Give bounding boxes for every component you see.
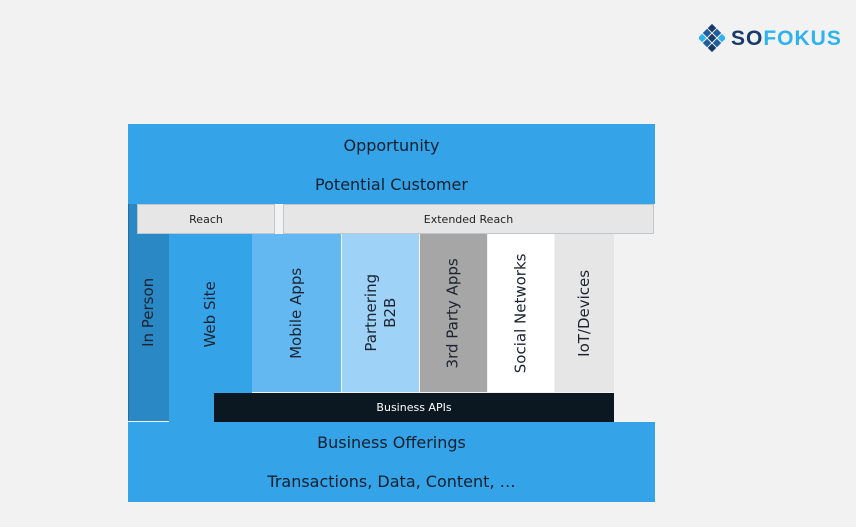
- channel-label: Social Networks: [511, 253, 530, 373]
- channel-label: IoT/Devices: [575, 269, 594, 357]
- opportunity-title: Opportunity: [343, 136, 440, 155]
- sofokus-logo: SOFOKUS: [699, 22, 842, 54]
- business-offerings-band: Business Offerings Transactions, Data, C…: [128, 422, 655, 502]
- channel-3rd-party-apps: 3rd Party Apps: [420, 234, 487, 392]
- channel-label: In Person: [139, 277, 158, 348]
- reach-bar: Reach: [137, 204, 275, 234]
- extended-reach-bar: Extended Reach: [283, 204, 654, 234]
- channel-iot-devices: IoT/Devices: [555, 234, 614, 392]
- channel-label: Mobile Apps: [287, 267, 306, 359]
- channel-mobile-apps: Mobile Apps: [252, 234, 341, 392]
- diamond-grid-icon: [699, 23, 725, 53]
- logo-wordmark: SOFOKUS: [731, 26, 842, 50]
- channel-label: 3rd Party Apps: [444, 257, 463, 369]
- business-offerings-title: Business Offerings: [317, 433, 466, 452]
- opportunity-band: Opportunity Potential Customer: [128, 124, 655, 204]
- channel-in-person: In Person: [128, 204, 169, 421]
- channel-web-site: Web Site: [169, 234, 252, 394]
- transactions-label: Transactions, Data, Content, …: [267, 472, 516, 491]
- potential-customer-label: Potential Customer: [315, 175, 468, 194]
- web-site-extension: [169, 392, 214, 422]
- channel-social-networks: Social Networks: [488, 234, 554, 392]
- business-apis-bar: Business APIs: [214, 393, 614, 422]
- channel-label: Web Site: [201, 280, 220, 348]
